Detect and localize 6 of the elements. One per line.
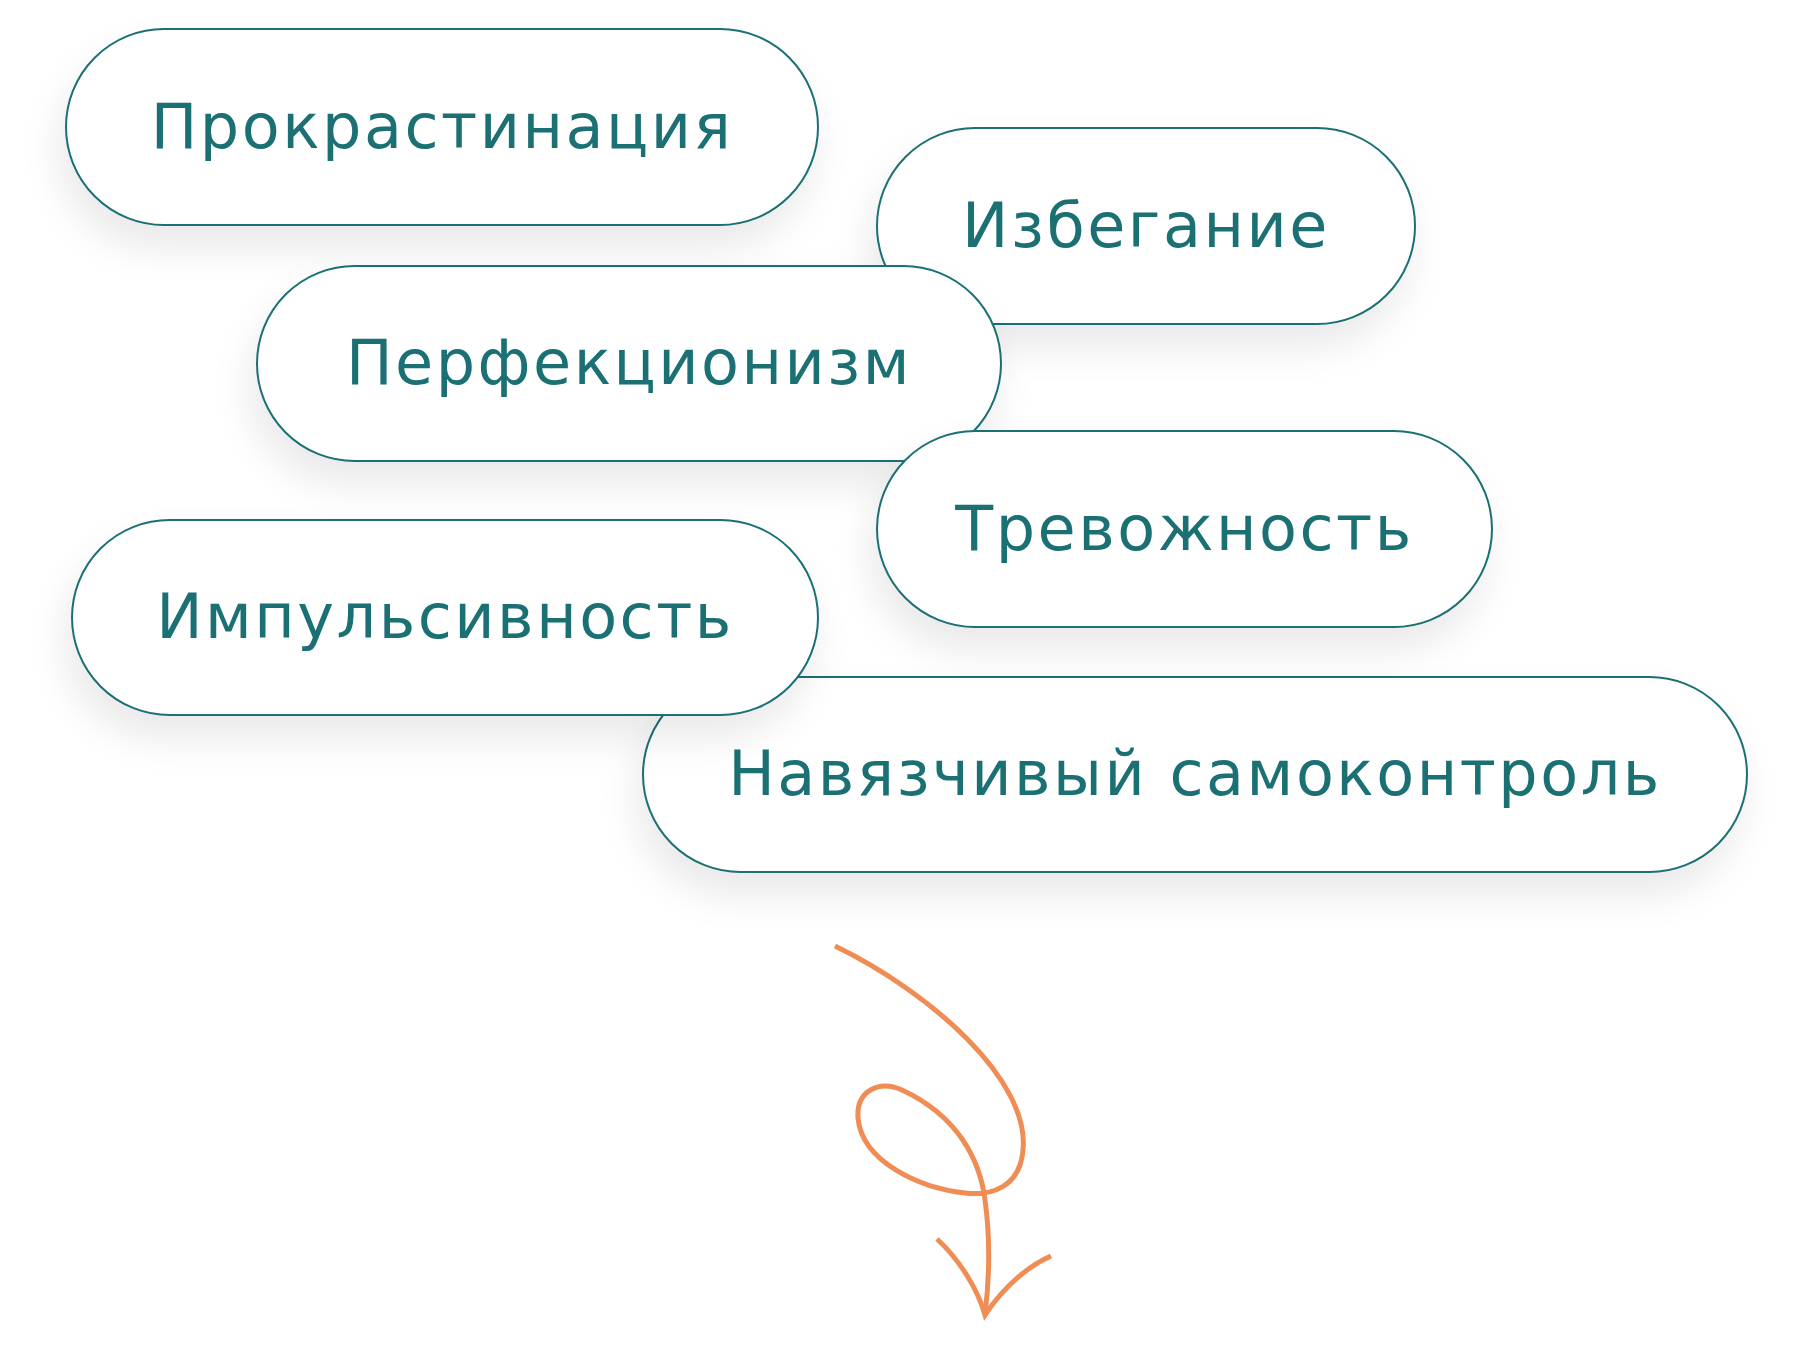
term-label: Прокрастинация (150, 92, 734, 162)
term-label: Навязчивый самоконтроль (728, 740, 1662, 809)
term-label: Импульсивность (156, 583, 734, 652)
term-label: Тревожность (955, 494, 1414, 564)
term-label: Перфекционизм (345, 329, 913, 398)
term-label: Избегание (962, 191, 1330, 261)
